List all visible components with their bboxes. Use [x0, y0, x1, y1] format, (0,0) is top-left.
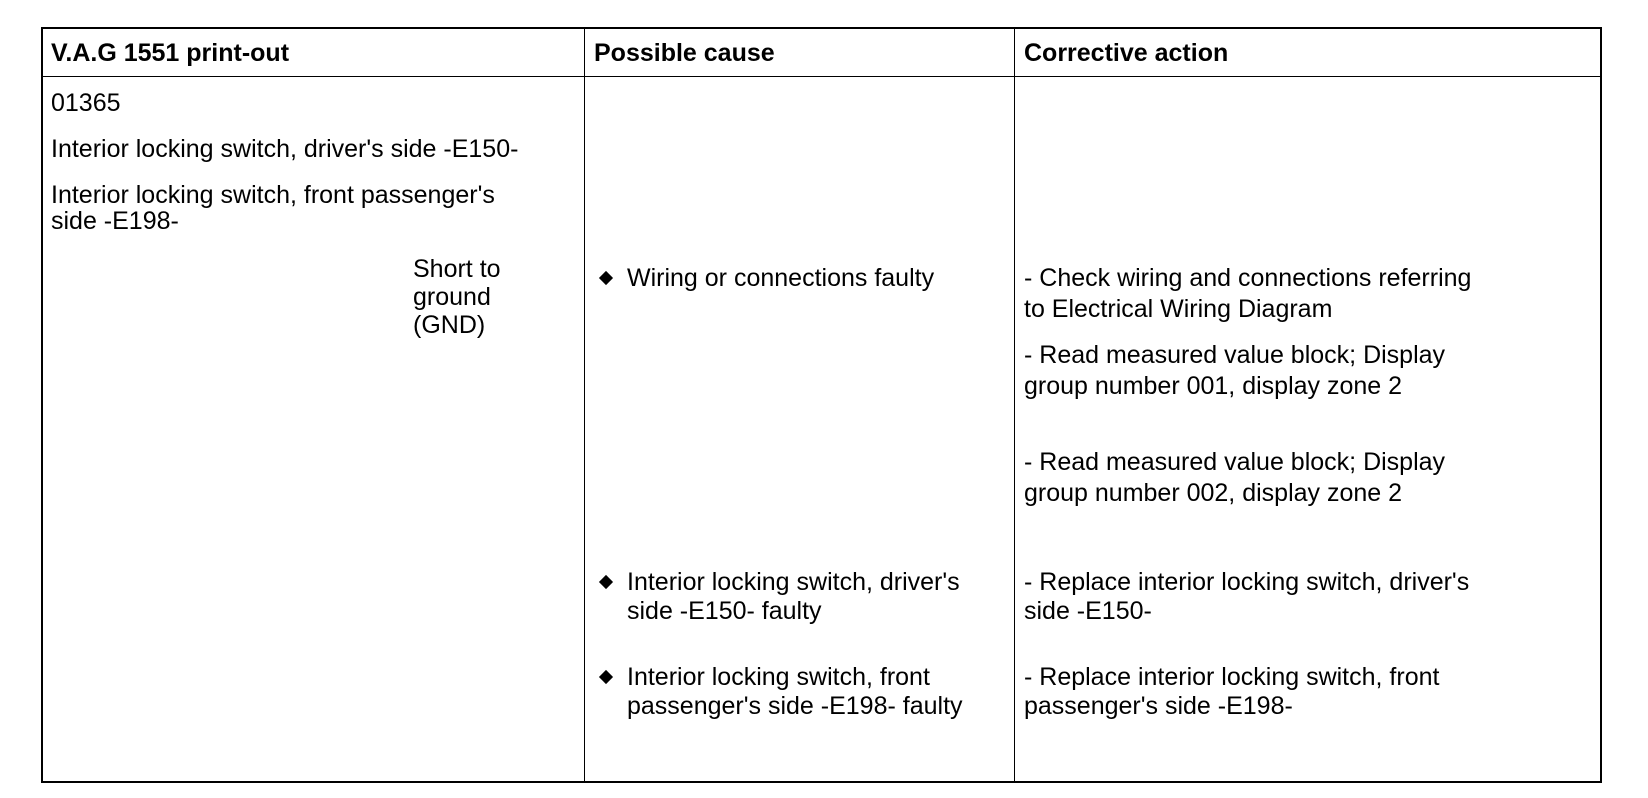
bullet-icon [598, 669, 614, 685]
action-5-line1: - Replace interior locking switch, front [1024, 663, 1440, 691]
component-driver-switch: Interior locking switch, driver's side -… [51, 135, 519, 163]
cause-3-line1: Interior locking switch, front [627, 663, 930, 691]
header-printout: V.A.G 1551 print-out [51, 39, 290, 67]
cause-2-line1: Interior locking switch, driver's [627, 568, 960, 596]
fault-type-line3: (GND) [413, 311, 486, 339]
cause-1-line1: Wiring or connections faulty [627, 264, 935, 292]
fault-type-line1: Short to [413, 255, 501, 283]
header-corrective-action: Corrective action [1024, 39, 1229, 67]
cause-3-line2: passenger's side -E198- faulty [627, 692, 963, 720]
fault-code: 01365 [51, 89, 121, 117]
component-passenger-switch-line2: side -E198- [51, 207, 179, 235]
action-3-line1: - Read measured value block; Display [1024, 448, 1446, 476]
diagnostic-table: V.A.G 1551 print-out Possible cause Corr… [41, 27, 1602, 783]
fault-type-line2: ground [413, 283, 491, 311]
cause-2-line2: side -E150- faulty [627, 597, 822, 625]
action-4-line1: - Replace interior locking switch, drive… [1024, 568, 1470, 596]
action-2-line1: - Read measured value block; Display [1024, 341, 1446, 369]
action-1-line2: to Electrical Wiring Diagram [1024, 295, 1333, 323]
action-1-line1: - Check wiring and connections referring [1024, 264, 1472, 292]
action-4-line2: side -E150- [1024, 597, 1152, 625]
column-divider-2 [1014, 29, 1015, 781]
action-2-line2: group number 001, display zone 2 [1024, 372, 1403, 400]
header-divider [43, 76, 1600, 77]
bullet-icon [598, 574, 614, 590]
action-5-line2: passenger's side -E198- [1024, 692, 1293, 720]
component-passenger-switch-line1: Interior locking switch, front passenger… [51, 181, 495, 209]
column-divider-1 [584, 29, 585, 781]
action-3-line2: group number 002, display zone 2 [1024, 479, 1403, 507]
header-possible-cause: Possible cause [594, 39, 775, 67]
bullet-icon [598, 270, 614, 286]
